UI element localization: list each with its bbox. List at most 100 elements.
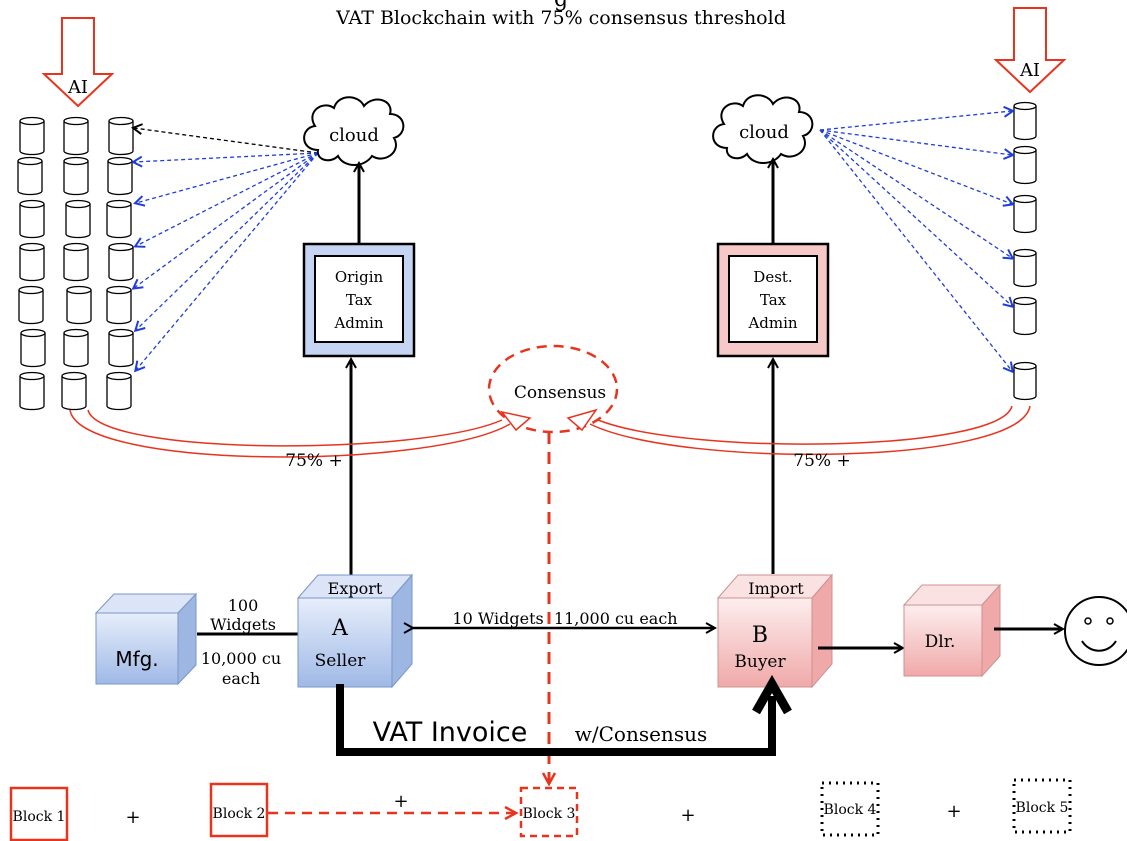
link-right-4 [819,129,1012,258]
trade-flow-label: 10 Widgets 11,000 cu each [452,609,677,628]
svg-text:Block 1: Block 1 [13,809,66,825]
link-right-2 [819,129,1012,155]
origin-tax-admin-box: Origin Tax Admin [302,242,416,358]
left-node-1-2-icon [63,116,89,156]
left-node-4-2-icon [63,242,89,282]
threshold-right-label: 75% + [793,451,850,471]
left-node-4-1-icon [19,242,45,282]
cloud-left-label: cloud [329,125,379,146]
right-cloud-links [819,111,1012,371]
block-5: Block 5 [1012,778,1072,834]
plus-3: + [680,805,695,826]
left-cloud-links [134,128,319,370]
right-node-4-icon [1013,248,1037,288]
svg-text:AI: AI [1019,60,1040,81]
consensus-arc-left [69,409,532,458]
consensus-label: Consensus [514,383,606,403]
left-node-7-1-icon [19,371,45,411]
cloud-right-icon: cloud [712,94,814,164]
cloud-left-icon: cloud [303,96,405,166]
right-node-5-icon [1013,296,1037,336]
w-consensus-label: w/Consensus [575,722,707,746]
link-left-1 [134,128,319,154]
plus-4: + [946,801,961,822]
left-node-5-1-icon [18,285,44,325]
svg-text:Admin: Admin [333,314,383,332]
left-node-6-2-icon [63,328,89,368]
mfg-label: Mfg. [115,647,158,671]
buyer-cube: Import B Buyer [716,573,834,689]
block-2: Block 2 [209,782,269,838]
left-node-7-2-icon [61,371,87,411]
dealer-label: Dlr. [925,632,956,652]
left-node-6-3-icon [108,328,134,368]
svg-text:Tax: Tax [760,291,787,309]
svg-text:Block 4: Block 4 [824,802,877,818]
link-right-1 [819,111,1012,131]
plus-2: + [393,791,408,812]
seller-role: Seller [315,651,367,671]
mfg-flow-qty: 100 [228,596,259,615]
left-node-2-1-icon [17,156,43,196]
block-3: Block 3 [519,786,579,838]
left-node-5-3-icon [106,285,132,325]
left-node-2-3-icon [107,156,133,196]
link-left-7 [136,152,319,370]
right-node-1-icon [1013,101,1037,141]
vat-invoice-label: VAT Invoice [373,717,528,748]
seller-letter: A [331,616,349,641]
ai-arrow-left: AI [41,17,115,108]
left-node-1-1-icon [19,116,45,156]
link-left-2 [134,152,319,162]
consensus-arc-right [566,405,1031,456]
link-left-5 [134,152,319,288]
consensus-ellipse [487,344,619,434]
subtitle: VAT Blockchain with 75% consensus thresh… [335,7,786,29]
svg-text:Block 2: Block 2 [213,806,266,822]
svg-text:Block 3: Block 3 [523,806,576,822]
left-node-3-2-icon [65,199,91,239]
left-node-2-2-icon [63,156,89,196]
link-right-5 [819,129,1012,306]
buyer-letter: B [752,623,768,648]
buyer-top-label: Import [748,579,804,598]
dest-tax-admin-box: Dest. Tax Admin [716,242,830,358]
right-node-cluster [1013,101,1037,401]
link-left-3 [136,152,319,203]
right-node-3-icon [1013,194,1037,234]
ai-arrow-right: AI [993,7,1067,94]
left-node-7-3-icon [106,371,132,411]
link-right-3 [819,129,1012,204]
left-node-6-1-icon [20,328,46,368]
threshold-left-label: 75% + [285,451,342,471]
svg-text:Dest.: Dest. [753,268,792,286]
block-1: Block 1 [9,786,69,841]
mfg-flow-price: 10,000 cu [201,649,281,668]
plus-1: + [125,807,140,828]
dealer-cube: Dlr. [902,583,1002,678]
right-node-2-icon [1013,145,1037,185]
mfg-flow-item: Widgets [210,615,276,634]
cloud-right-label: cloud [739,122,789,143]
mfg-cube: Mfg. [94,592,198,686]
title-fragment: g [554,0,568,12]
link-left-4 [136,152,319,246]
svg-text:Origin: Origin [335,268,384,286]
buyer-role: Buyer [734,652,786,672]
svg-text:Block 5: Block 5 [1016,800,1069,816]
right-node-6-icon [1013,361,1037,401]
seller-top-label: Export [328,579,383,598]
mfg-flow-each: each [222,669,260,688]
left-node-cluster [17,116,134,411]
left-node-5-2-icon [66,285,92,325]
seller-cube: Export A Seller [296,573,414,689]
left-node-1-3-icon [108,116,134,156]
smiley-face-icon [1064,596,1127,666]
link-right-6 [819,129,1012,371]
block-4: Block 4 [820,781,880,837]
left-node-4-3-icon [108,242,134,282]
link-left-6 [136,152,319,330]
svg-text:Admin: Admin [747,314,797,332]
left-node-3-3-icon [106,199,132,239]
